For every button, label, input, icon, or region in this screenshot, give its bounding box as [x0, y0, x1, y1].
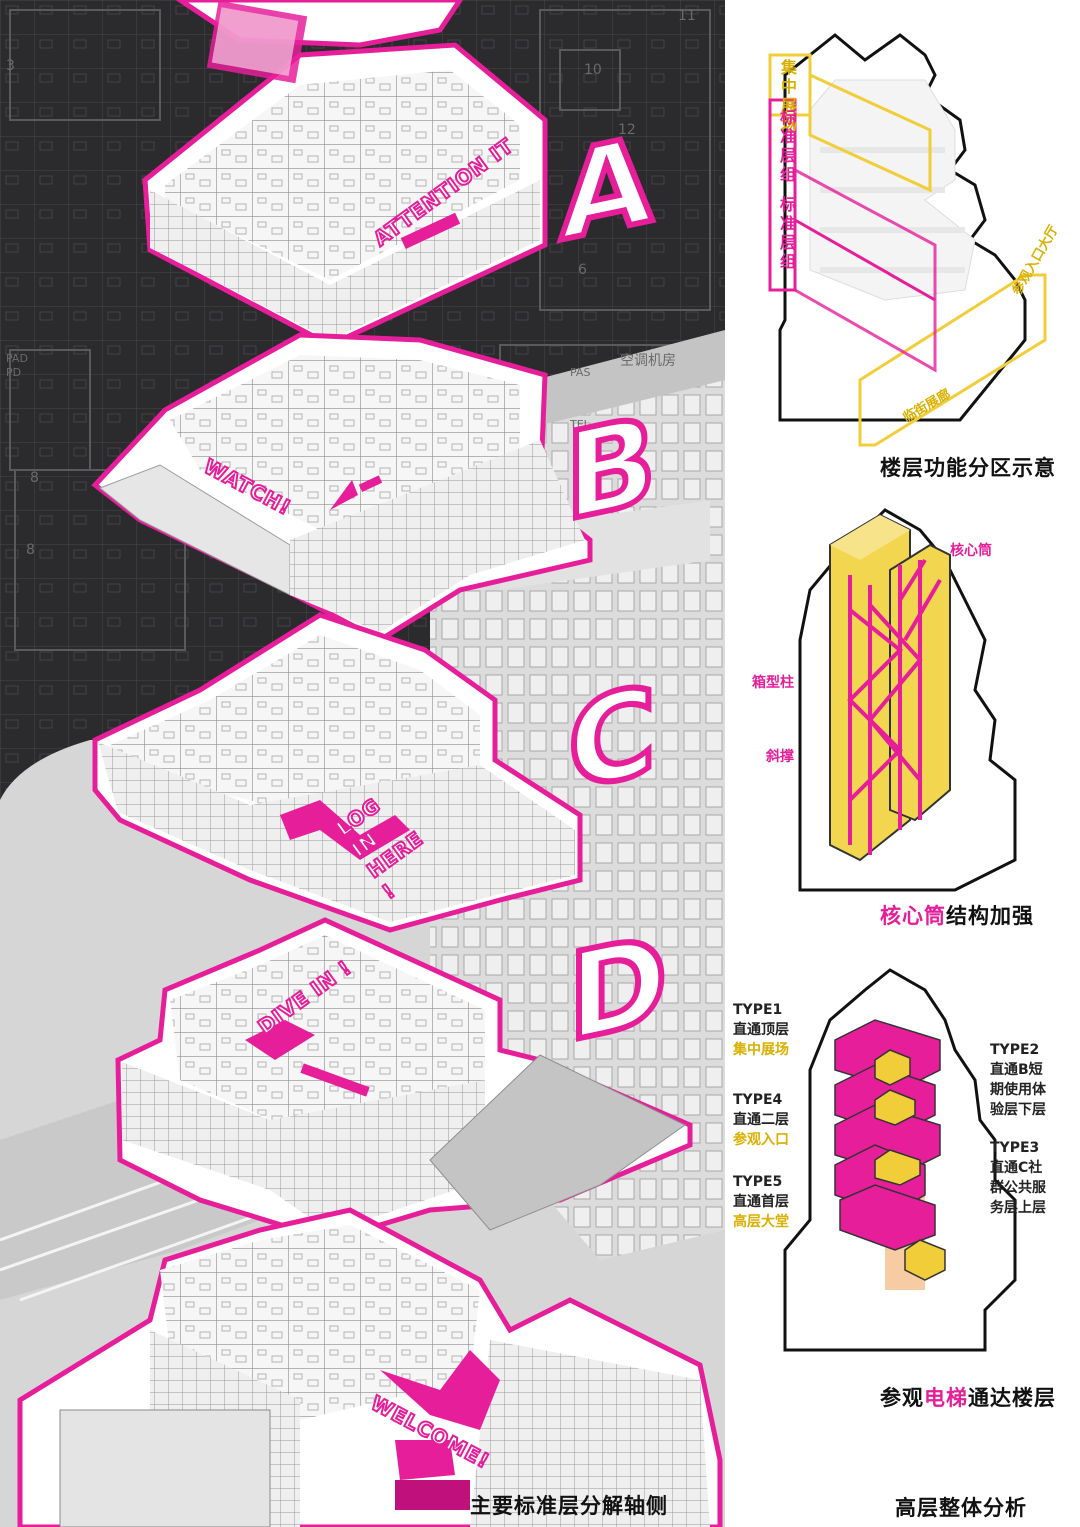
plan-label: PD [6, 366, 22, 379]
plan-label: 11 [678, 8, 696, 24]
elevator-type-5: TYPE5 直通首层 高层大堂 [733, 1174, 789, 1230]
floor-letter-d: D [565, 906, 671, 1072]
plan-label: 3 [6, 58, 15, 74]
elevator-caption: 参观电梯通达楼层 [876, 1382, 1060, 1412]
floor-letter-c: C [565, 658, 659, 822]
exploded-axonometric-panel [0, 0, 725, 1527]
floor-c-block [92, 612, 583, 933]
plan-label: 8 [26, 542, 35, 558]
elevator-type-1: TYPE1 直通顶层 集中展场 [733, 1002, 789, 1058]
core-diagram [798, 508, 1017, 892]
zoning-label-top: 集中展场 [780, 58, 797, 134]
left-caption-text: 主要标准层分解轴侧 [470, 1494, 668, 1518]
plan-label: PAS [570, 366, 591, 379]
floor-a-block [142, 42, 548, 348]
right-caption: 高层整体分析 [895, 1496, 1027, 1520]
plan-label: PAD [6, 352, 28, 365]
zoning-diagram [768, 33, 1047, 447]
floor-d-block [115, 917, 693, 1243]
core-label-box-column: 箱型柱 [752, 675, 794, 691]
floor-ground-block [17, 1207, 723, 1527]
elevator-type-3: TYPE3 直通C社 群公共服 务层上层 [990, 1140, 1046, 1216]
floor-letter-a: A [557, 107, 656, 272]
plan-label: 12 [618, 122, 636, 138]
plan-label: 空调机房 [620, 353, 676, 369]
zoning-label-group1: 标准层组 [779, 108, 796, 184]
plan-label: TEL [570, 418, 590, 431]
zoning-label-group2: 标准层组 [779, 195, 796, 271]
floor-letter-b: B [562, 387, 659, 551]
core-label-core: 核心筒 [950, 543, 992, 559]
plan-label: 6 [578, 262, 587, 278]
analysis-panel [725, 0, 1080, 1527]
elevator-diagram [783, 968, 1017, 1352]
core-label-brace: 斜撑 [766, 749, 794, 765]
core-caption: 核心筒结构加强 [876, 900, 1038, 930]
left-caption: 主要标准层分解轴侧 [466, 1490, 672, 1520]
floor-b-block [91, 332, 593, 643]
elevator-type-2: TYPE2 直通B短 期使用体 验层下层 [990, 1042, 1046, 1118]
elevator-type-4: TYPE4 直通二层 参观入口 [733, 1092, 789, 1148]
plan-label: 10 [584, 62, 602, 78]
plan-label: 8 [30, 470, 39, 486]
zoning-caption: 楼层功能分区示意 [876, 452, 1060, 482]
